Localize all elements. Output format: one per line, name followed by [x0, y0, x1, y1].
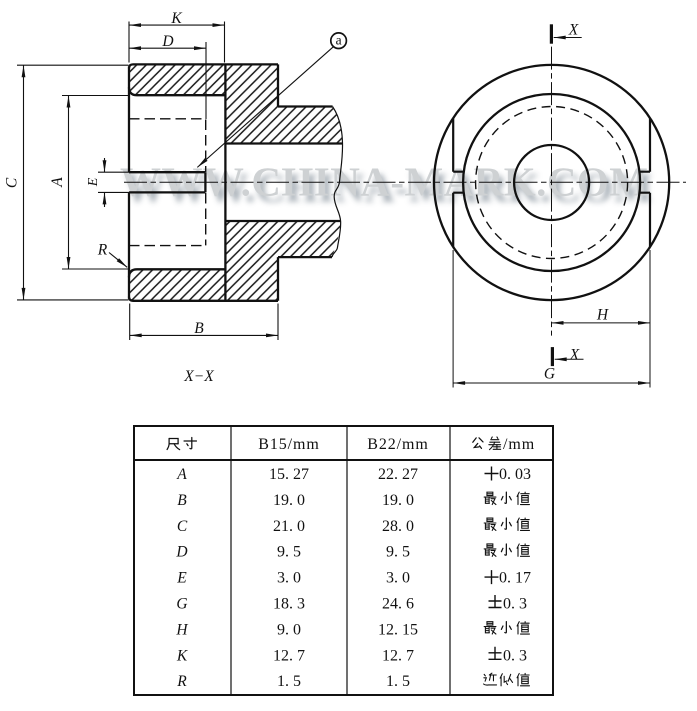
svg-text:H: H [175, 621, 188, 638]
svg-text:1. 5: 1. 5 [277, 673, 301, 690]
svg-text:24. 6: 24. 6 [382, 596, 414, 613]
svg-text:WWW.CHINA-MARK.COM: WWW.CHINA-MARK.COM [125, 165, 653, 211]
svg-text:H: H [596, 307, 609, 324]
svg-text:G: G [544, 366, 555, 383]
svg-text:a: a [336, 33, 342, 48]
svg-text:K: K [170, 10, 182, 27]
svg-text:28. 0: 28. 0 [382, 518, 414, 535]
svg-text:0. 17: 0. 17 [499, 570, 531, 587]
svg-text:B15/mm: B15/mm [258, 436, 319, 453]
svg-text:K: K [176, 647, 188, 664]
svg-text:B22/mm: B22/mm [367, 436, 428, 453]
svg-text:B: B [177, 492, 187, 509]
svg-text:R: R [97, 242, 108, 259]
svg-text:12. 7: 12. 7 [382, 647, 414, 664]
svg-text:1. 5: 1. 5 [386, 673, 410, 690]
svg-text:0. 03: 0. 03 [499, 466, 531, 483]
svg-text:15. 27: 15. 27 [269, 466, 309, 483]
svg-text:18. 3: 18. 3 [273, 596, 305, 613]
svg-text:G: G [176, 596, 187, 613]
svg-text:0. 3: 0. 3 [503, 647, 527, 664]
svg-text:22. 27: 22. 27 [378, 466, 418, 483]
svg-text:19. 0: 19. 0 [382, 492, 414, 509]
svg-text:A: A [176, 466, 187, 483]
svg-text:21. 0: 21. 0 [273, 518, 305, 535]
svg-text:E: E [176, 570, 187, 587]
svg-text:3. 0: 3. 0 [386, 570, 410, 587]
svg-text:19. 0: 19. 0 [273, 492, 305, 509]
svg-text:X: X [569, 347, 580, 364]
svg-text:A: A [49, 177, 66, 188]
svg-text:D: D [175, 544, 187, 561]
svg-text:C: C [177, 518, 188, 535]
svg-text:X: X [568, 22, 579, 39]
svg-text:X−X: X−X [183, 368, 214, 385]
svg-text:/mm: /mm [503, 436, 535, 453]
svg-text:0. 3: 0. 3 [503, 596, 527, 613]
svg-text:B: B [194, 320, 204, 337]
svg-text:WWW.CHINA-MARK.COM: WWW.CHINA-MARK.COM [120, 159, 648, 205]
svg-text:E: E [86, 177, 101, 187]
svg-text:R: R [176, 673, 187, 690]
svg-text:D: D [161, 33, 173, 50]
svg-text:9. 0: 9. 0 [277, 621, 301, 638]
svg-text:9. 5: 9. 5 [386, 544, 410, 561]
svg-text:3. 0: 3. 0 [277, 570, 301, 587]
svg-text:C: C [4, 177, 21, 188]
svg-text:12. 15: 12. 15 [378, 621, 418, 638]
svg-text:12. 7: 12. 7 [273, 647, 305, 664]
svg-text:9. 5: 9. 5 [277, 544, 301, 561]
